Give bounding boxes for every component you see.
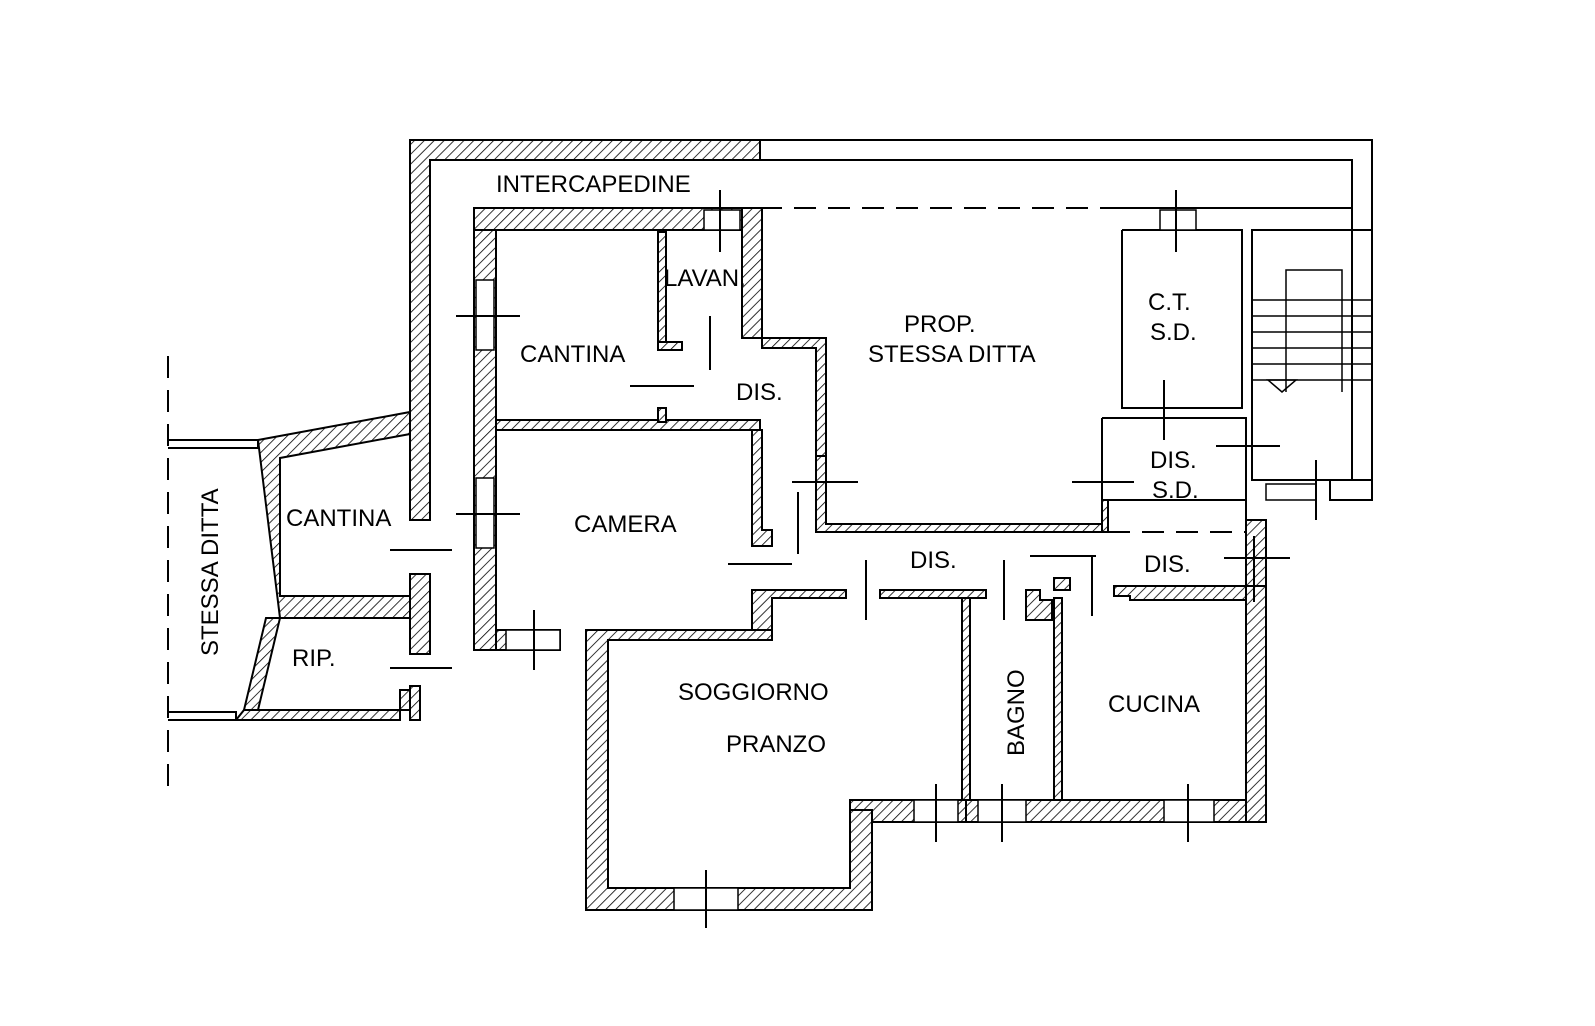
window-lavanderia xyxy=(703,209,741,231)
window-ct xyxy=(1159,209,1197,231)
label-prop-line1: PROP. xyxy=(904,311,976,338)
window-stair xyxy=(1265,483,1317,501)
label-camera: CAMERA xyxy=(574,511,677,538)
staircase xyxy=(1251,229,1373,481)
label-ct-line1: C.T. xyxy=(1148,289,1191,316)
room-labels: INTERCAPEDINE LAVAN. CANTINA PROP. STESS… xyxy=(197,171,1200,758)
label-lavanderia: LAVAN. xyxy=(664,265,746,292)
label-dis-middle: DIS. xyxy=(910,547,957,574)
label-ripostiglio: RIP. xyxy=(292,645,336,672)
label-dis-upper: DIS. xyxy=(736,379,783,406)
label-soggiorno: SOGGIORNO xyxy=(678,679,829,706)
label-prop-line2: STESSA DITTA xyxy=(868,341,1036,368)
label-dis-right: DIS. xyxy=(1144,551,1191,578)
thin-partitions xyxy=(167,229,1373,790)
label-dis-sd-line1: DIS. xyxy=(1150,447,1197,474)
label-dis-sd-line2: S.D. xyxy=(1152,477,1199,504)
door-marks xyxy=(390,190,1317,928)
label-cantina-upper: CANTINA xyxy=(520,341,625,368)
label-ct-line2: S.D. xyxy=(1150,319,1197,346)
intercapedine-wall xyxy=(409,139,1373,521)
apartment-walls xyxy=(233,207,1267,911)
label-pranzo: PRANZO xyxy=(726,731,826,758)
label-stessa-ditta-side: STESSA DITTA xyxy=(197,488,224,656)
label-intercapedine: INTERCAPEDINE xyxy=(496,171,691,198)
label-cantina-left: CANTINA xyxy=(286,505,391,532)
label-cucina: CUCINA xyxy=(1108,691,1200,718)
label-bagno: BAGNO xyxy=(1003,669,1030,756)
